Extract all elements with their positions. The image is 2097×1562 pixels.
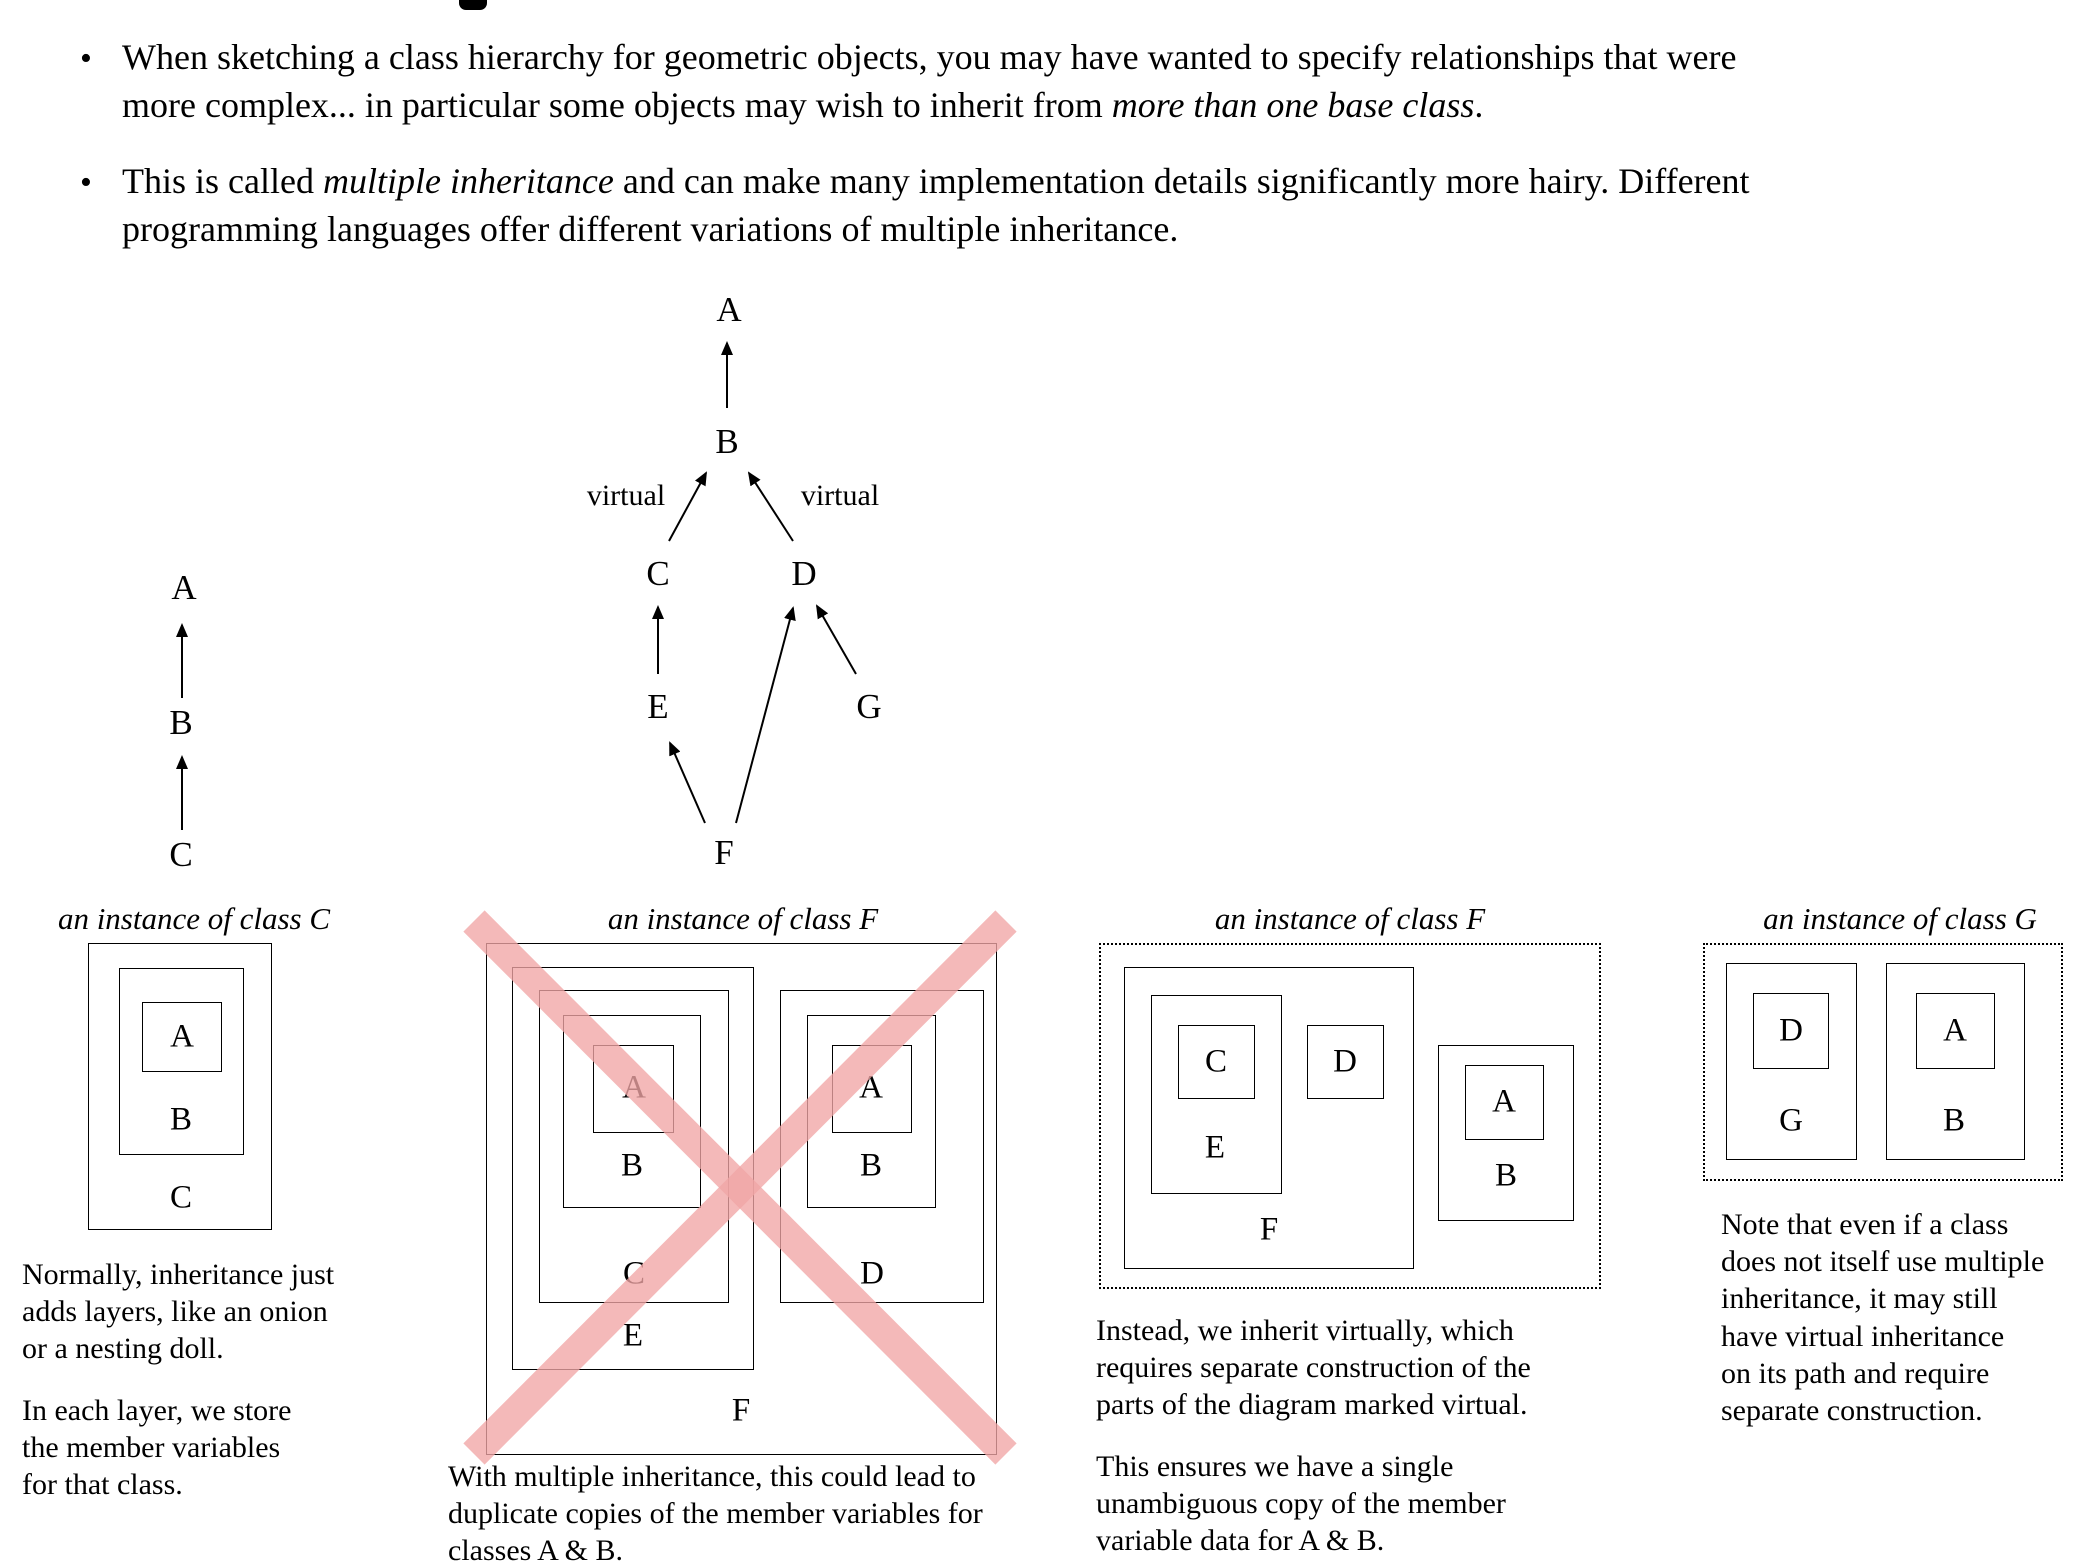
bullet-text-1-pre: When sketching a class hierarchy for geo… <box>122 37 1737 125</box>
bullet-icon: • <box>80 40 92 77</box>
virtual-box-a <box>1465 1065 1544 1140</box>
panel-title-instance-g: an instance of class G <box>1763 901 2037 936</box>
bullet-complex-relationships: • When sketching a class hierarchy for g… <box>80 34 2080 130</box>
caption-virtual-path: Note that even if a class does not itsel… <box>1721 1208 2045 1427</box>
virtual-label-e: E <box>1204 1129 1226 1166</box>
bullet-text-1: When sketching a class hierarchy for geo… <box>122 34 2080 130</box>
g-label-b: B <box>1942 1102 1966 1139</box>
g-box-a <box>1916 993 1995 1069</box>
box-label-b-right: B <box>859 1147 883 1184</box>
instance-box-a <box>142 1002 222 1072</box>
virtual-box-c <box>1178 1025 1255 1099</box>
g-label-g: G <box>1779 1102 1803 1139</box>
chain-node-c: C <box>169 835 193 874</box>
caption-virtual-inherit: Instead, we inherit virtually, which req… <box>1096 1314 1531 1422</box>
diamond-node-e: E <box>647 687 669 726</box>
caption-single-copy: This ensures we have a single unambiguou… <box>1096 1450 1506 1558</box>
bullet-text-2: This is called multiple inheritance and … <box>122 158 2080 254</box>
instance-box-c <box>88 943 272 1230</box>
box-label-e: E <box>622 1317 644 1354</box>
box-label-b: B <box>169 1101 193 1138</box>
box-label-a-left: A <box>622 1069 646 1106</box>
bullet-multiple-inheritance: • This is called multiple inheritance an… <box>80 158 2080 254</box>
virtual-label-d: D <box>1333 1043 1357 1080</box>
virtual-box-d <box>1307 1025 1384 1099</box>
virtual-label-c: C <box>1204 1043 1228 1080</box>
virtual-box-e <box>1151 995 1282 1194</box>
box-label-b-left: B <box>620 1147 644 1184</box>
chain-node-a: A <box>171 568 197 607</box>
instance-box-b <box>119 968 244 1155</box>
virtual-label-right: virtual <box>800 479 880 512</box>
diamond-node-g: G <box>856 687 882 726</box>
caption-duplicate-copies: With multiple inheritance, this could le… <box>448 1460 983 1562</box>
arrow-f-to-d <box>735 606 796 824</box>
box-label-c-left: C <box>622 1255 646 1292</box>
virtual-construction-boundary <box>1099 943 1601 1289</box>
diamond-node-a: A <box>716 290 742 329</box>
diamond-node-d: D <box>791 554 817 593</box>
diamond-node-f: F <box>714 833 734 872</box>
box-label-d: D <box>860 1255 884 1292</box>
g-label-d: D <box>1779 1012 1803 1049</box>
arrow-c-to-b-virtual <box>668 471 707 542</box>
virtual-construction-boundary-g <box>1703 943 2063 1181</box>
diamond-node-b: B <box>715 422 739 461</box>
chain-node-b: B <box>169 703 193 742</box>
g-box-g <box>1726 963 1857 1160</box>
box-label-a-right: A <box>859 1069 883 1106</box>
virtual-label-f: F <box>1259 1211 1279 1248</box>
panel-title-instance-c: an instance of class C <box>57 901 331 936</box>
bullet-icon: • <box>80 164 92 201</box>
box-label-a: A <box>170 1018 194 1055</box>
bullet-text-2-emphasis: multiple inheritance <box>322 161 614 201</box>
virtual-label-left: virtual <box>586 479 666 512</box>
virtual-box-f <box>1124 967 1414 1269</box>
virtual-label-a: A <box>1492 1083 1516 1120</box>
diamond-node-c: C <box>646 554 670 593</box>
virtual-box-b <box>1438 1045 1574 1221</box>
cropped-heading-fragment <box>459 0 487 10</box>
arrow-f-to-e <box>669 741 706 824</box>
caption-member-variables: In each layer, we store the member varia… <box>22 1394 292 1502</box>
box-label-c: C <box>169 1179 193 1216</box>
g-box-d <box>1753 993 1829 1069</box>
bullet-text-2-post: and can make many implementation details… <box>122 161 1750 249</box>
bullet-text-2-pre: This is called <box>122 161 323 201</box>
bullet-text-1-post: . <box>1474 84 1484 125</box>
arrow-g-to-d <box>816 604 857 675</box>
g-box-b <box>1886 963 2025 1160</box>
box-label-f: F <box>731 1392 751 1429</box>
panel-title-instance-f-virtual: an instance of class F <box>1214 901 1486 936</box>
caption-onion-layers: Normally, inheritance just adds layers, … <box>22 1258 335 1366</box>
panel-title-instance-f-bad: an instance of class F <box>607 901 879 936</box>
virtual-label-b: B <box>1494 1157 1518 1194</box>
arrow-d-to-b-virtual <box>747 471 794 542</box>
bullet-text-1-emphasis: more than one base class <box>1111 84 1475 125</box>
g-label-a: A <box>1943 1012 1967 1049</box>
